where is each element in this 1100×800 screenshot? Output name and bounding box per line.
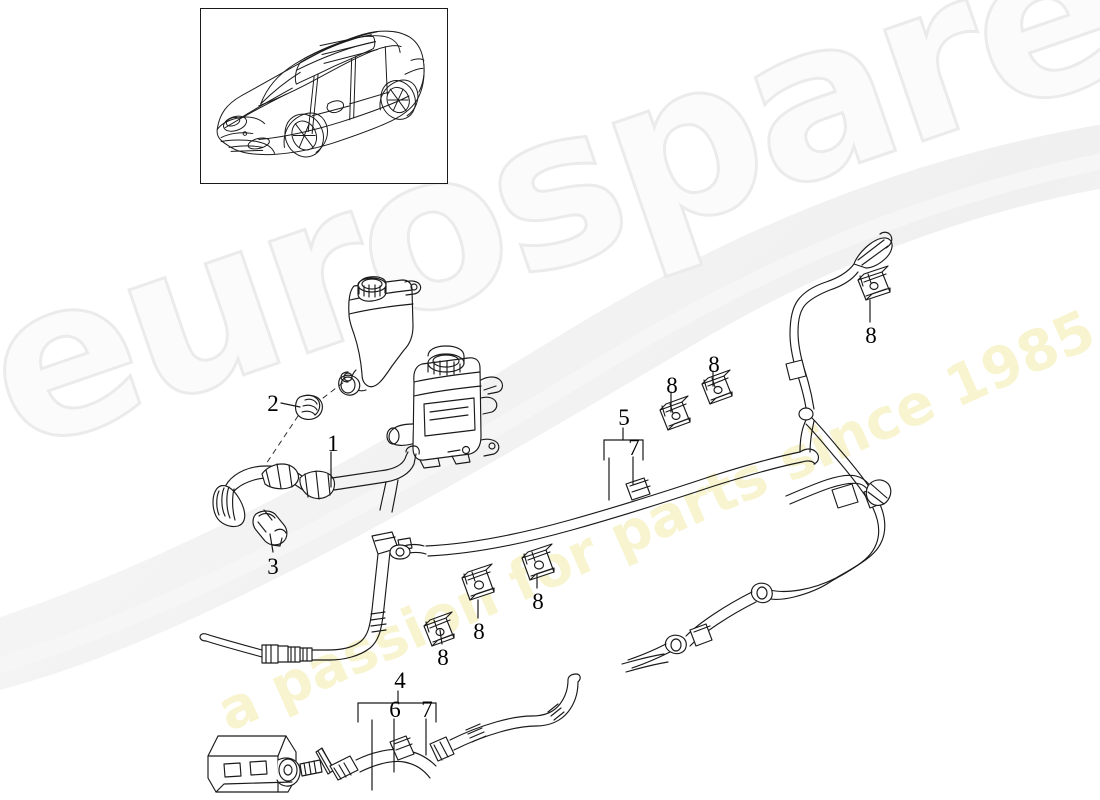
callout-7-upper: 7 xyxy=(628,435,640,460)
callout-5: 5 xyxy=(618,405,630,430)
callout-8-d: 8 xyxy=(437,645,449,670)
bracket-group-4 xyxy=(357,690,437,791)
part-2-sealing-cap xyxy=(294,394,323,421)
callout-1: 1 xyxy=(327,431,339,456)
callout-8-e: 8 xyxy=(473,619,485,644)
lower-reservoir-assembly xyxy=(386,345,504,469)
bracket-group-5 xyxy=(603,427,644,501)
callout-2: 2 xyxy=(267,391,279,416)
retaining-clip-8b xyxy=(659,395,691,431)
callout-8-c: 8 xyxy=(708,352,720,377)
callout-8-b: 8 xyxy=(666,373,678,398)
callout-7-lower: 7 xyxy=(421,697,433,722)
callout-4: 4 xyxy=(394,668,406,693)
callout-6: 6 xyxy=(389,697,401,722)
secondary-feed-line xyxy=(627,417,887,669)
lower-right-tube xyxy=(621,653,669,673)
retaining-clip-8f xyxy=(521,543,555,581)
retaining-clip-8e xyxy=(461,563,495,601)
part-3-connector-elbow xyxy=(252,509,288,547)
part-5-return-line xyxy=(389,231,893,560)
upper-right-branch xyxy=(785,474,892,509)
steering-gear-housing xyxy=(207,735,323,793)
porsche-cayenne-outline-icon xyxy=(216,30,425,158)
retaining-clip-8a xyxy=(857,265,891,301)
callout-3: 3 xyxy=(267,554,279,579)
retaining-clip-8c xyxy=(701,369,733,405)
callout-8-a: 8 xyxy=(865,323,877,348)
callout-leader-lines xyxy=(269,299,871,645)
vehicle-thumbnail-box xyxy=(200,8,448,184)
callout-8-f: 8 xyxy=(532,589,544,614)
retaining-clip-8d xyxy=(423,611,455,647)
upper-reservoir xyxy=(338,276,422,396)
part-4-pressure-line-assembly xyxy=(315,673,581,781)
part-1-suction-hose xyxy=(199,445,420,664)
